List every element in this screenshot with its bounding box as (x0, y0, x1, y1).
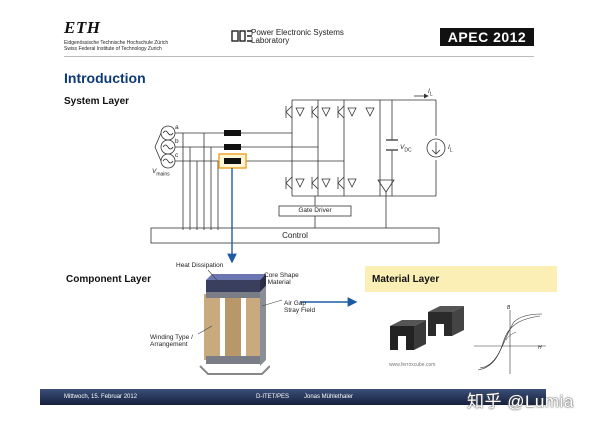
footer-dept: D-ITET/PES (256, 394, 290, 400)
winding-label: Winding Type / Arrangement (150, 334, 193, 348)
il-label: IL (428, 88, 433, 97)
inductor-c (224, 158, 241, 164)
igbt-bottom-icons (285, 176, 357, 190)
h-axis-label: H (538, 345, 542, 351)
eth-logo: ETH (64, 18, 101, 37)
il-source-symbol: I (448, 144, 450, 151)
vmains-symbol: V (152, 168, 157, 175)
inductor-3d-icon (199, 274, 270, 375)
eth-subtitle-line1: Eidgenössische Technische Hochschule Zür… (64, 40, 169, 46)
pes-line2: Laboratory (251, 36, 290, 45)
material-layer-label: Material Layer (372, 274, 440, 285)
phase-a-label: a (175, 124, 179, 131)
core-shape-line1: Core Shape (264, 272, 299, 279)
core-shape-line2: / Material (264, 279, 291, 286)
inductor-a (224, 130, 241, 136)
air-gap-line1: Air Gap (284, 300, 307, 307)
igbt-top-icons (285, 105, 375, 119)
watermark: 知乎 @Lumia (467, 392, 574, 411)
vmains-subscript: mains (156, 171, 170, 178)
inductor-b (224, 144, 241, 150)
header-divider (64, 56, 534, 57)
pes-logo-icon (231, 30, 252, 42)
il-source-label: IL (448, 144, 453, 153)
apec-badge: APEC 2012 (440, 28, 534, 46)
material-layer-box (365, 266, 557, 292)
ferrite-cores-icon (390, 306, 464, 350)
ferroxcube-url: www.ferroxcube.com (389, 362, 436, 368)
vdc-label: VDC (400, 144, 412, 153)
vdc-symbol: V (400, 144, 405, 151)
footer-author: Jonas Mühlethaler (304, 394, 354, 400)
vdc-subscript: DC (404, 147, 412, 154)
vmains-label: Vmains (152, 168, 170, 177)
bh-curve-icon (474, 310, 546, 374)
core-shape-label: Core Shape / Material (264, 272, 299, 286)
pes-line1: Power Electronic Systems (251, 28, 344, 37)
footer-date: Mittwoch, 15. Februar 2012 (64, 394, 138, 400)
gate-driver-label: Gate Driver (298, 207, 332, 214)
eth-subtitle-line2: Swiss Federal Institute of Technology Zu… (64, 46, 162, 52)
air-gap-line2: Stray Field (284, 307, 316, 314)
il-subscript: L (429, 91, 433, 98)
b-axis-label: B (507, 305, 511, 311)
il-symbol: I (428, 88, 430, 95)
eth-subtitle: Eidgenössische Technische Hochschule Zür… (64, 40, 204, 52)
air-gap-label: Air Gap Stray Field (284, 300, 315, 314)
control-label: Control (282, 231, 308, 240)
phase-c-label: c (175, 152, 179, 159)
component-layer-label: Component Layer (66, 274, 152, 285)
pes-lab-name: Power Electronic Systems Laboratory (251, 29, 344, 45)
heat-dissipation-label: Heat Dissipation (176, 262, 224, 269)
system-layer-label: System Layer (64, 96, 130, 107)
il-source-subscript: L (449, 147, 453, 154)
phase-b-label: b (175, 138, 179, 145)
footer-bar (40, 389, 546, 405)
winding-line2: Arrangement (150, 341, 188, 348)
slide-title: Introduction (64, 70, 146, 86)
winding-line1: Winding Type / (150, 334, 193, 341)
